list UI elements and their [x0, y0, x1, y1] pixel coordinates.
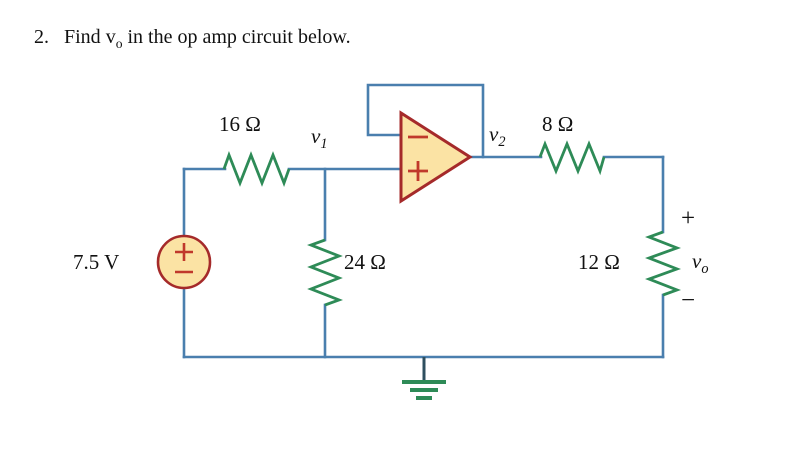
resistor-symbols: [222, 140, 681, 307]
node-v1-label: v1: [311, 124, 327, 152]
problem-text-after: in the op amp circuit below.: [127, 26, 351, 48]
problem-number: 2.: [34, 26, 49, 48]
output-voltage-symbol: v: [692, 249, 702, 273]
resistor-24-ohm-symbol: [307, 238, 343, 307]
resistor-16-ohm-symbol: [222, 151, 291, 187]
output-polarity-plus: +: [681, 205, 696, 232]
output-voltage-label: vo: [692, 249, 708, 277]
node-v1-subscript: 1: [320, 136, 328, 153]
output-voltage-subscript: o: [701, 261, 709, 278]
wires: [182, 83, 665, 359]
resistor-24-ohm-label: 24 Ω: [344, 250, 386, 274]
resistor-12-ohm-label: 12 Ω: [578, 250, 620, 274]
voltage-source-plus-icon: [175, 243, 193, 261]
op-amp-noninverting-input-icon: [408, 161, 428, 181]
output-polarity-minus: −: [681, 287, 696, 314]
resistor-12-ohm-symbol: [645, 230, 681, 297]
op-amp-triangle: [399, 110, 473, 204]
voltage-source-circle: [156, 234, 212, 290]
voltage-source-label: 7.5 V: [73, 250, 120, 274]
node-v2-subscript: 2: [498, 134, 506, 151]
resistor-16-ohm-label: 16 Ω: [219, 112, 261, 136]
problem-variable-subscript: o: [115, 36, 123, 51]
resistor-8-ohm-symbol: [538, 140, 606, 176]
node-v1-symbol: v: [311, 124, 321, 148]
node-v2-label: v2: [489, 122, 505, 150]
node-v2-symbol: v: [489, 122, 499, 146]
ground-symbol: [402, 357, 446, 400]
problem-statement: 2. Find vo in the op amp circuit below.: [34, 24, 351, 50]
voltage-source-symbol: [156, 234, 212, 290]
problem-variable: v: [105, 26, 116, 48]
resistor-8-ohm-label: 8 Ω: [542, 112, 574, 136]
wire-feedback-loop: [366, 83, 485, 159]
problem-text-before: Find: [64, 26, 101, 48]
op-amp-symbol: [399, 110, 473, 204]
